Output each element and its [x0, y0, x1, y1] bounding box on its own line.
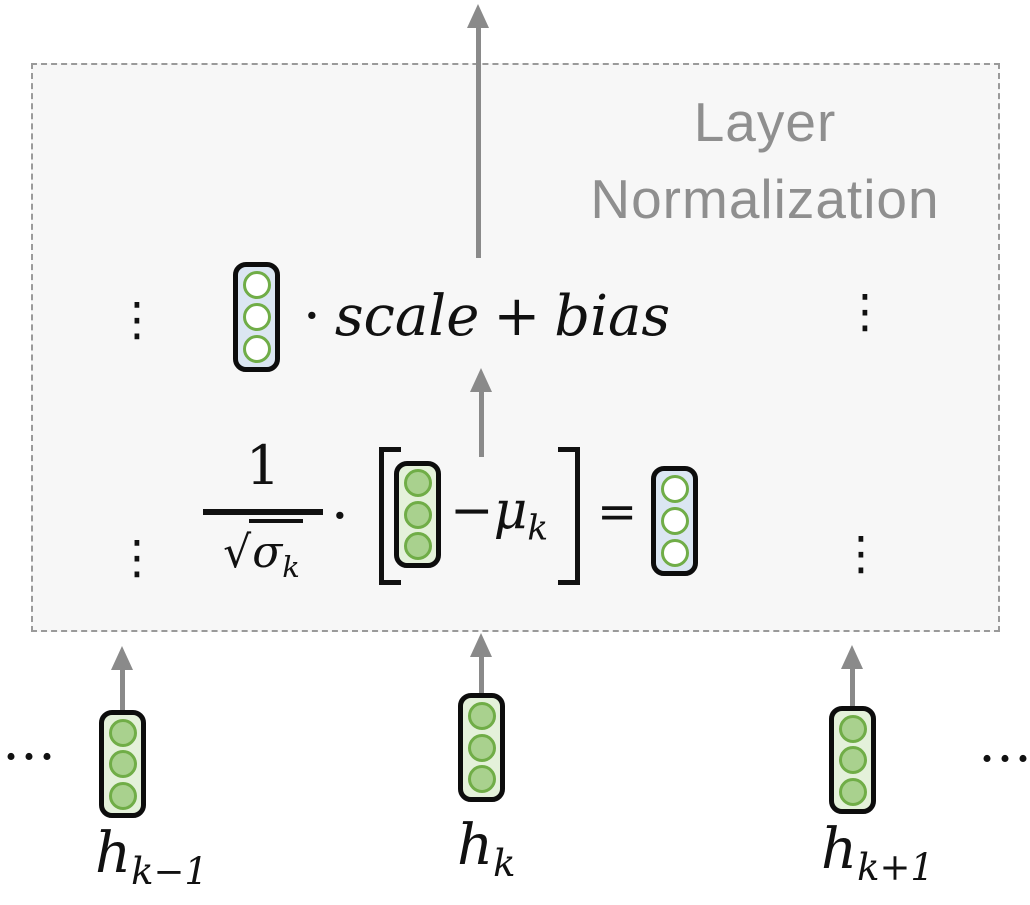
vector-cell [467, 701, 496, 730]
arrow-line [475, 28, 481, 258]
sigma-subscript: k [282, 549, 300, 584]
multiply-dot: · [331, 484, 349, 549]
arrow-line [849, 669, 855, 706]
arrow-up-icon [111, 646, 133, 670]
vector-cell [403, 500, 432, 529]
vector-cell [660, 475, 689, 503]
input-label-k-minus-1: hk−1 [95, 820, 208, 890]
arrow-line [478, 392, 484, 457]
layer-normalization-box [31, 63, 1000, 632]
vdots-left-top: ⋮ [114, 292, 160, 346]
vector-cell [838, 746, 867, 774]
arrow-up-icon [470, 633, 492, 657]
right-bracket [558, 447, 580, 585]
arrow-up-icon [467, 4, 489, 28]
label-base: h [457, 813, 494, 878]
bias-term: bias [554, 284, 671, 349]
plus-sign: + [493, 284, 541, 349]
fraction-denominator: √σk [203, 518, 323, 588]
label-base: h [821, 817, 858, 882]
arrow-line [119, 670, 125, 710]
title-line-2: Normalization [590, 168, 940, 230]
normalized-result-vector [651, 466, 698, 576]
inverse-std-fraction: 1 √σk [203, 426, 323, 588]
mu-symbol: μ [493, 481, 528, 541]
input-vector-k-plus-1 [829, 706, 876, 814]
vector-cell [242, 335, 271, 363]
mu-subscript: k [527, 508, 549, 549]
input-vector-k [458, 693, 505, 802]
vdots-right-bottom: ⋮ [838, 526, 884, 580]
arrow-up-icon [470, 368, 492, 392]
label-subscript: k−1 [131, 850, 208, 894]
input-vector-k-minus-1 [99, 710, 146, 818]
title-line-1: Layer [693, 91, 837, 153]
diagram-title: Layer Normalization [545, 84, 985, 238]
vector-cell [660, 539, 689, 567]
output-arrow [467, 4, 489, 258]
vector-cell [403, 531, 432, 560]
fraction-bar [203, 509, 323, 515]
vector-cell [108, 718, 137, 747]
equals-sign: = [597, 484, 638, 540]
vector-cell [838, 714, 867, 743]
affine-expression: · scale + bias [303, 283, 670, 350]
vector-cell [467, 765, 496, 794]
sigma-symbol: σ [252, 527, 283, 578]
vdots-right-top: ⋮ [842, 284, 888, 338]
vector-cell [242, 271, 271, 299]
scale-term: scale [334, 284, 480, 349]
fraction-numerator: 1 [245, 434, 281, 497]
input-arrow-k [470, 633, 492, 693]
label-base: h [95, 821, 132, 886]
sigma-term: σk [249, 519, 303, 582]
arrow-up-icon [841, 645, 863, 669]
label-subscript: k [493, 842, 516, 886]
vdots-left-bottom: ⋮ [114, 530, 160, 584]
minus-sign: − [450, 481, 494, 541]
vector-cell [660, 507, 689, 535]
vector-cell [108, 781, 137, 810]
vector-cell [108, 750, 137, 778]
vector-cell [467, 733, 496, 762]
vector-cell [242, 303, 271, 331]
input-arrow-k-minus-1 [111, 646, 133, 710]
radical-sign: √ [223, 527, 252, 578]
normalized-vector-affine [233, 262, 280, 372]
multiply-dot: · [303, 284, 321, 349]
hdots-left: … [2, 709, 58, 772]
hdots-right: … [978, 711, 1030, 774]
mean-subtraction: −μk [450, 480, 548, 546]
vector-cell [838, 777, 867, 806]
input-vector-formula [394, 461, 441, 568]
left-bracket [379, 447, 401, 585]
input-label-k: hk [457, 812, 515, 882]
input-arrow-k-plus-1 [841, 645, 863, 706]
arrow-line [478, 657, 484, 693]
input-label-k-plus-1: hk+1 [821, 816, 934, 886]
label-subscript: k+1 [857, 846, 934, 890]
vector-cell [403, 469, 432, 498]
intermediate-arrow [470, 368, 492, 457]
